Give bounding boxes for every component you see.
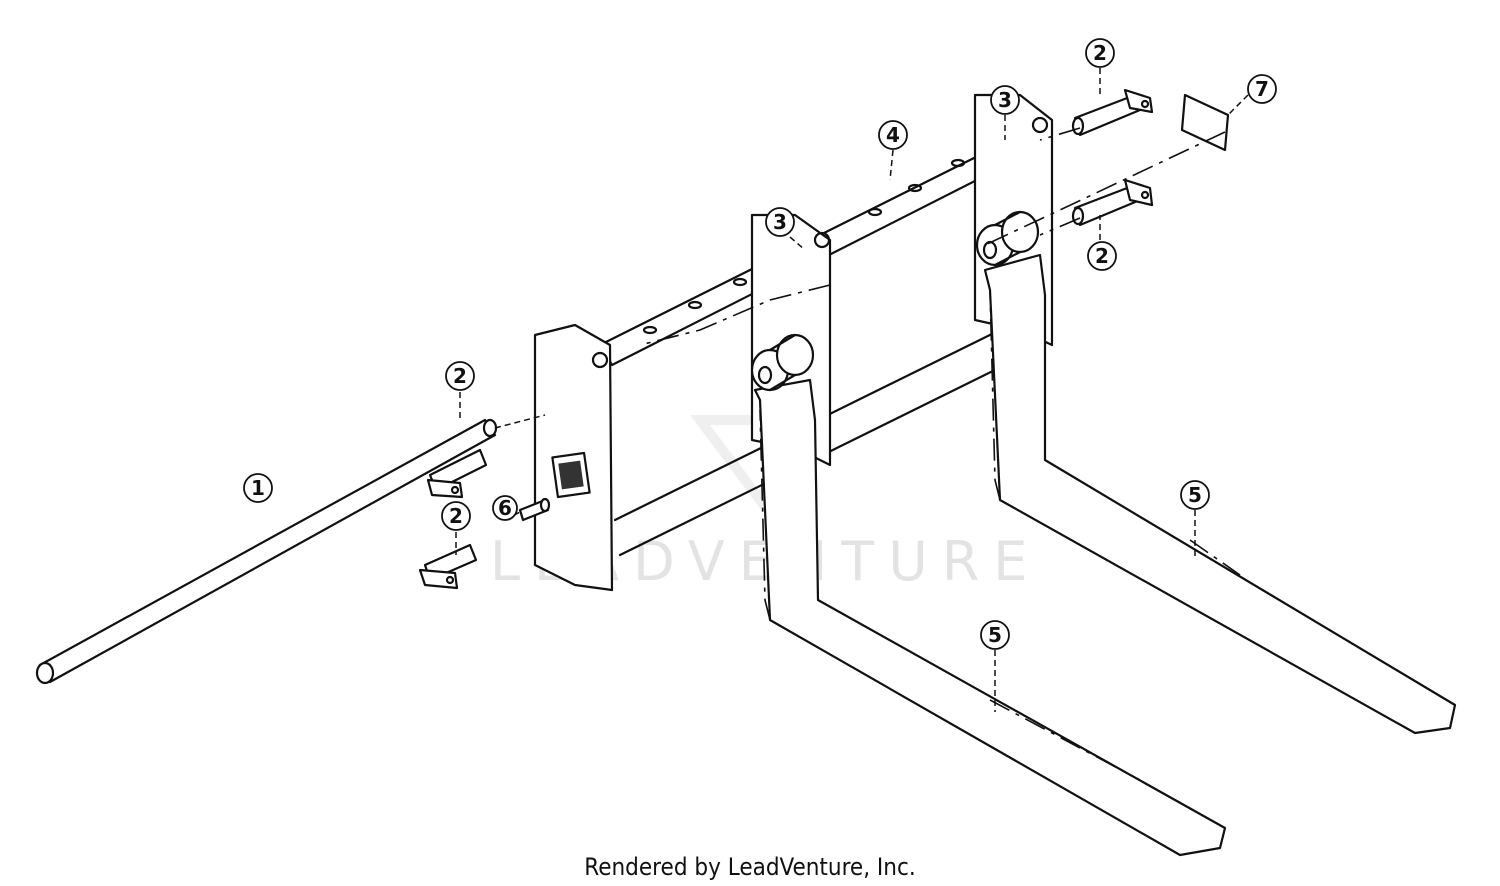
pin-lower-right <box>1071 178 1154 227</box>
callout-number: 2 <box>1093 41 1107 65</box>
callout-2-right-lower: 2 <box>1087 241 1117 271</box>
callout-2-left-upper: 2 <box>445 361 475 391</box>
callout-number: 7 <box>1255 77 1269 101</box>
decal <box>1180 93 1230 152</box>
callout-4: 4 <box>878 120 908 150</box>
pin-lower-left <box>418 543 478 590</box>
footer-credit: Rendered by LeadVenture, Inc. <box>584 853 915 881</box>
callout-number: 1 <box>251 476 265 500</box>
callout-number: 2 <box>453 364 467 388</box>
callout-number: 5 <box>1188 483 1202 507</box>
callout-number: 6 <box>498 496 512 520</box>
callout-1: 1 <box>243 473 273 503</box>
callout-number: 4 <box>886 123 900 147</box>
pin-upper-right <box>1071 88 1154 137</box>
callout-7: 7 <box>1247 74 1277 104</box>
callout-3-right: 3 <box>990 85 1020 115</box>
callout-number: 2 <box>1095 244 1109 268</box>
callout-5-right: 5 <box>1180 480 1210 510</box>
fork-right <box>975 210 1457 735</box>
pin-upper-left <box>426 448 488 499</box>
fork-left <box>750 333 1227 857</box>
callout-number: 3 <box>998 88 1012 112</box>
callout-number: 3 <box>773 210 787 234</box>
callout-6: 6 <box>492 495 518 521</box>
callout-5-left: 5 <box>980 620 1010 650</box>
callout-2-right-upper: 2 <box>1085 38 1115 68</box>
callout-3-middle: 3 <box>765 207 795 237</box>
shaft <box>35 414 546 685</box>
bolt <box>518 497 551 522</box>
callout-2-left-lower: 2 <box>441 501 471 531</box>
callout-number: 5 <box>988 623 1002 647</box>
callout-number: 2 <box>449 504 463 528</box>
